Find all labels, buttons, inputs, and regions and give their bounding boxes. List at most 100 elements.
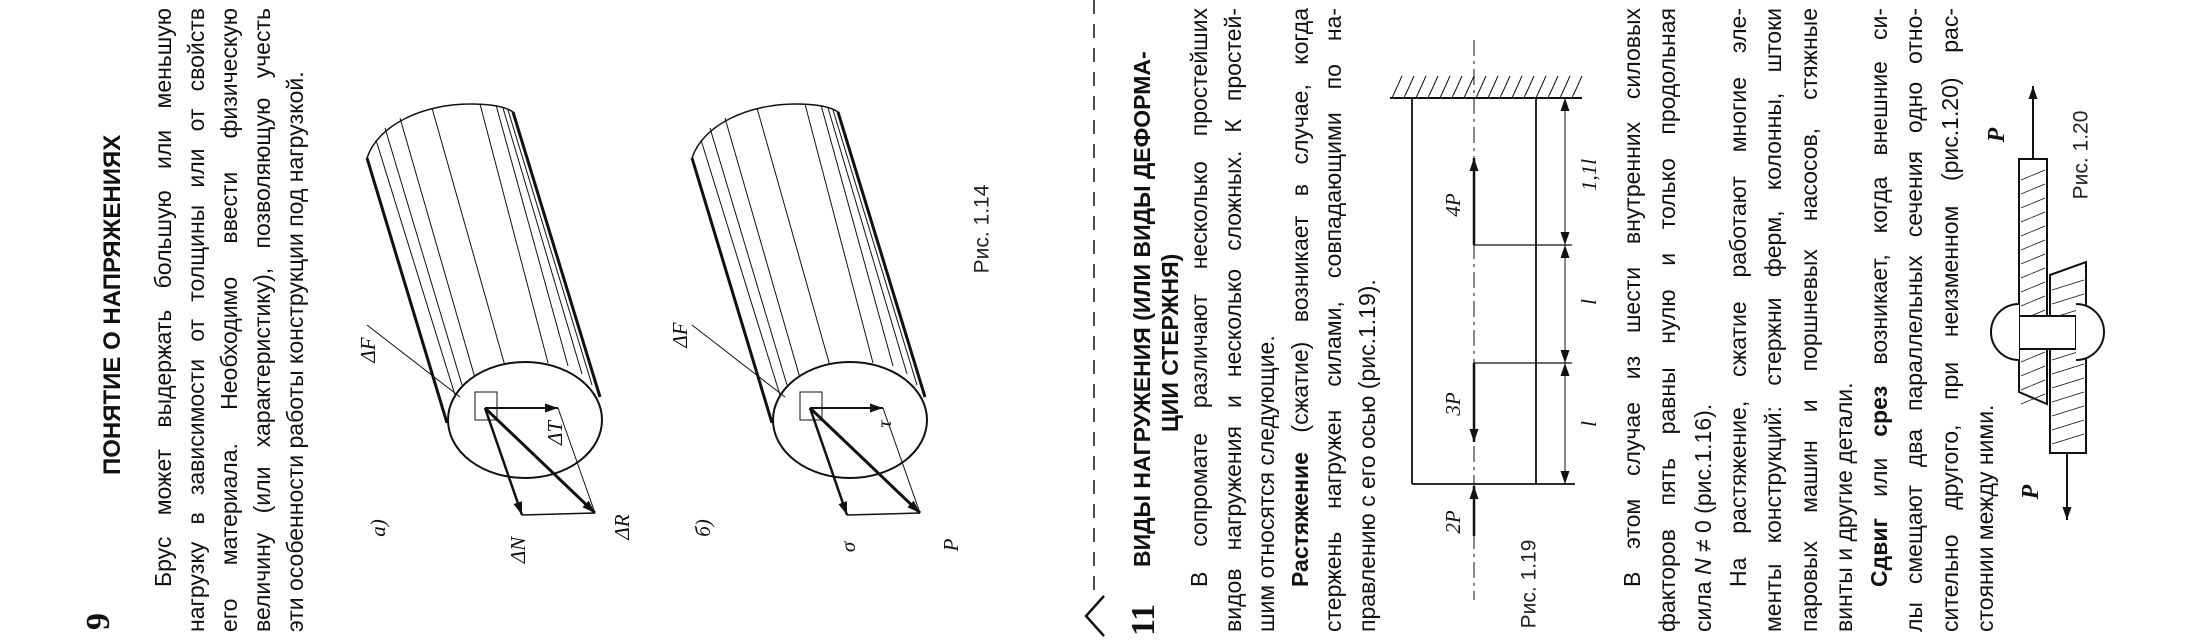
figure-1-20 xyxy=(1990,86,2105,520)
delta-f-label-b: ΔF xyxy=(668,322,692,348)
plate-hatch xyxy=(2020,239,2046,251)
cylinder-generatrix xyxy=(804,103,874,364)
area-element xyxy=(799,391,823,421)
delta-f-label: ΔF xyxy=(356,337,380,363)
cylinder-edge xyxy=(836,111,927,398)
wall-hatch xyxy=(1523,75,1535,99)
plate-hatch xyxy=(2051,433,2085,445)
cylinder-generatrix xyxy=(399,117,476,379)
wall-hatch xyxy=(1571,75,1583,99)
plate-hatch xyxy=(2020,365,2046,377)
wall-hatch xyxy=(1559,75,1571,99)
construction-line xyxy=(557,407,596,514)
tangential-force-arrow-head xyxy=(870,403,883,413)
force-3p-arrow-head xyxy=(1469,429,1479,442)
delta-r-label: ΔR xyxy=(610,514,634,540)
dimension-arrow-head xyxy=(1560,471,1570,484)
cylinder-generatrix xyxy=(431,107,506,367)
resultant-force-arrow xyxy=(483,406,597,515)
figure-1-19 xyxy=(1390,40,1583,600)
cut-line xyxy=(1084,0,1105,637)
cylinder-generatrix xyxy=(479,103,549,364)
rivet-shank xyxy=(2018,315,2077,350)
wall-hatch xyxy=(1427,75,1439,99)
fig-a-label: а) xyxy=(366,519,390,537)
cylinder-edge xyxy=(511,111,602,398)
plate-hatch xyxy=(2020,211,2046,223)
cylinder-generatrix xyxy=(375,139,456,396)
cylinder-generatrix xyxy=(724,117,801,379)
resultant-force-arrow-head xyxy=(907,500,920,513)
figure-1-14-a xyxy=(365,103,603,516)
cylinder-generatrix xyxy=(502,107,583,375)
plate-hatch xyxy=(2020,253,2046,265)
force-3p-label: 3P xyxy=(1441,392,1465,417)
rivet-head xyxy=(1990,303,2020,361)
wall-hatch xyxy=(1487,75,1499,99)
resultant-force-arrow-head xyxy=(582,500,595,513)
dimension-arrow-head xyxy=(1560,245,1570,258)
p-label: P xyxy=(939,538,963,552)
dimension-label-l: l xyxy=(1577,421,1601,427)
plate-hatch xyxy=(2051,377,2085,389)
dimension-arrow-head xyxy=(1560,350,1570,363)
figure-1-14-b xyxy=(690,103,928,516)
cylinder-generatrix xyxy=(495,104,569,367)
delta-n-label: ΔN xyxy=(506,536,530,564)
plate-hatch xyxy=(2020,267,2046,279)
wall-hatch xyxy=(1415,75,1427,99)
force-p-bottom-label: P xyxy=(2018,484,2044,500)
plate-hatch xyxy=(2020,281,2046,293)
wall-hatch xyxy=(1535,75,1547,99)
dimension-arrow-head xyxy=(1560,98,1570,111)
construction-line xyxy=(846,512,921,516)
force-2p-arrow-head xyxy=(1469,486,1479,499)
leader-line xyxy=(366,324,461,398)
wall-hatch xyxy=(1511,75,1523,99)
cylinder-generatrix xyxy=(507,109,593,386)
cylinder-far-end xyxy=(366,103,514,159)
construction-line xyxy=(521,512,596,516)
force-p-top-arrow-head xyxy=(2028,86,2038,99)
cylinder-generatrix xyxy=(820,104,894,367)
plate-hatch xyxy=(2051,279,2085,291)
plate-hatch xyxy=(2051,405,2085,417)
figure-caption-1-20: Рис. 1.20 xyxy=(2070,111,2093,200)
scissors-icon xyxy=(1084,595,1105,637)
cylinder-generatrix xyxy=(756,107,831,367)
plate-hatch xyxy=(2051,419,2085,431)
force-4p-label: 4P xyxy=(1441,193,1465,217)
cylinder-generatrix xyxy=(384,127,463,386)
plate-hatch xyxy=(2020,169,2046,181)
wall-hatch xyxy=(1499,75,1511,99)
cylinder-generatrix xyxy=(832,109,918,386)
cross-section xyxy=(447,361,603,479)
wall-hatch xyxy=(1547,75,1559,99)
dimension-arrow-head xyxy=(1560,363,1570,376)
normal-force-arrow-head xyxy=(838,501,848,515)
rivet-head xyxy=(2075,303,2105,361)
plate-hatch xyxy=(2020,393,2046,405)
plate-hatch xyxy=(2020,183,2046,195)
wall-hatch xyxy=(1391,75,1403,99)
wall-hatch xyxy=(1403,75,1415,99)
force-4p-arrow-head xyxy=(1469,158,1479,171)
plate-hatch xyxy=(2020,197,2046,209)
wall-hatch xyxy=(1451,75,1463,99)
dimension-arrow-head xyxy=(1560,232,1570,245)
cylinder-generatrix xyxy=(709,127,788,386)
dimension-label-1-1l: 1,1l xyxy=(1577,159,1601,191)
wall-hatch xyxy=(1439,75,1451,99)
cylinder-generatrix xyxy=(827,107,908,375)
plate-hatch xyxy=(2020,295,2046,307)
area-element xyxy=(474,391,498,421)
plate-hatch xyxy=(2020,225,2046,237)
tau-label: τ xyxy=(872,419,896,428)
plate-hatch xyxy=(2051,363,2085,375)
leader-line xyxy=(691,324,786,398)
force-p-top-label: P xyxy=(1984,127,2010,143)
plate-hatch xyxy=(2051,293,2085,305)
normal-force-arrow xyxy=(483,407,524,516)
plate-hatch xyxy=(2020,351,2046,363)
